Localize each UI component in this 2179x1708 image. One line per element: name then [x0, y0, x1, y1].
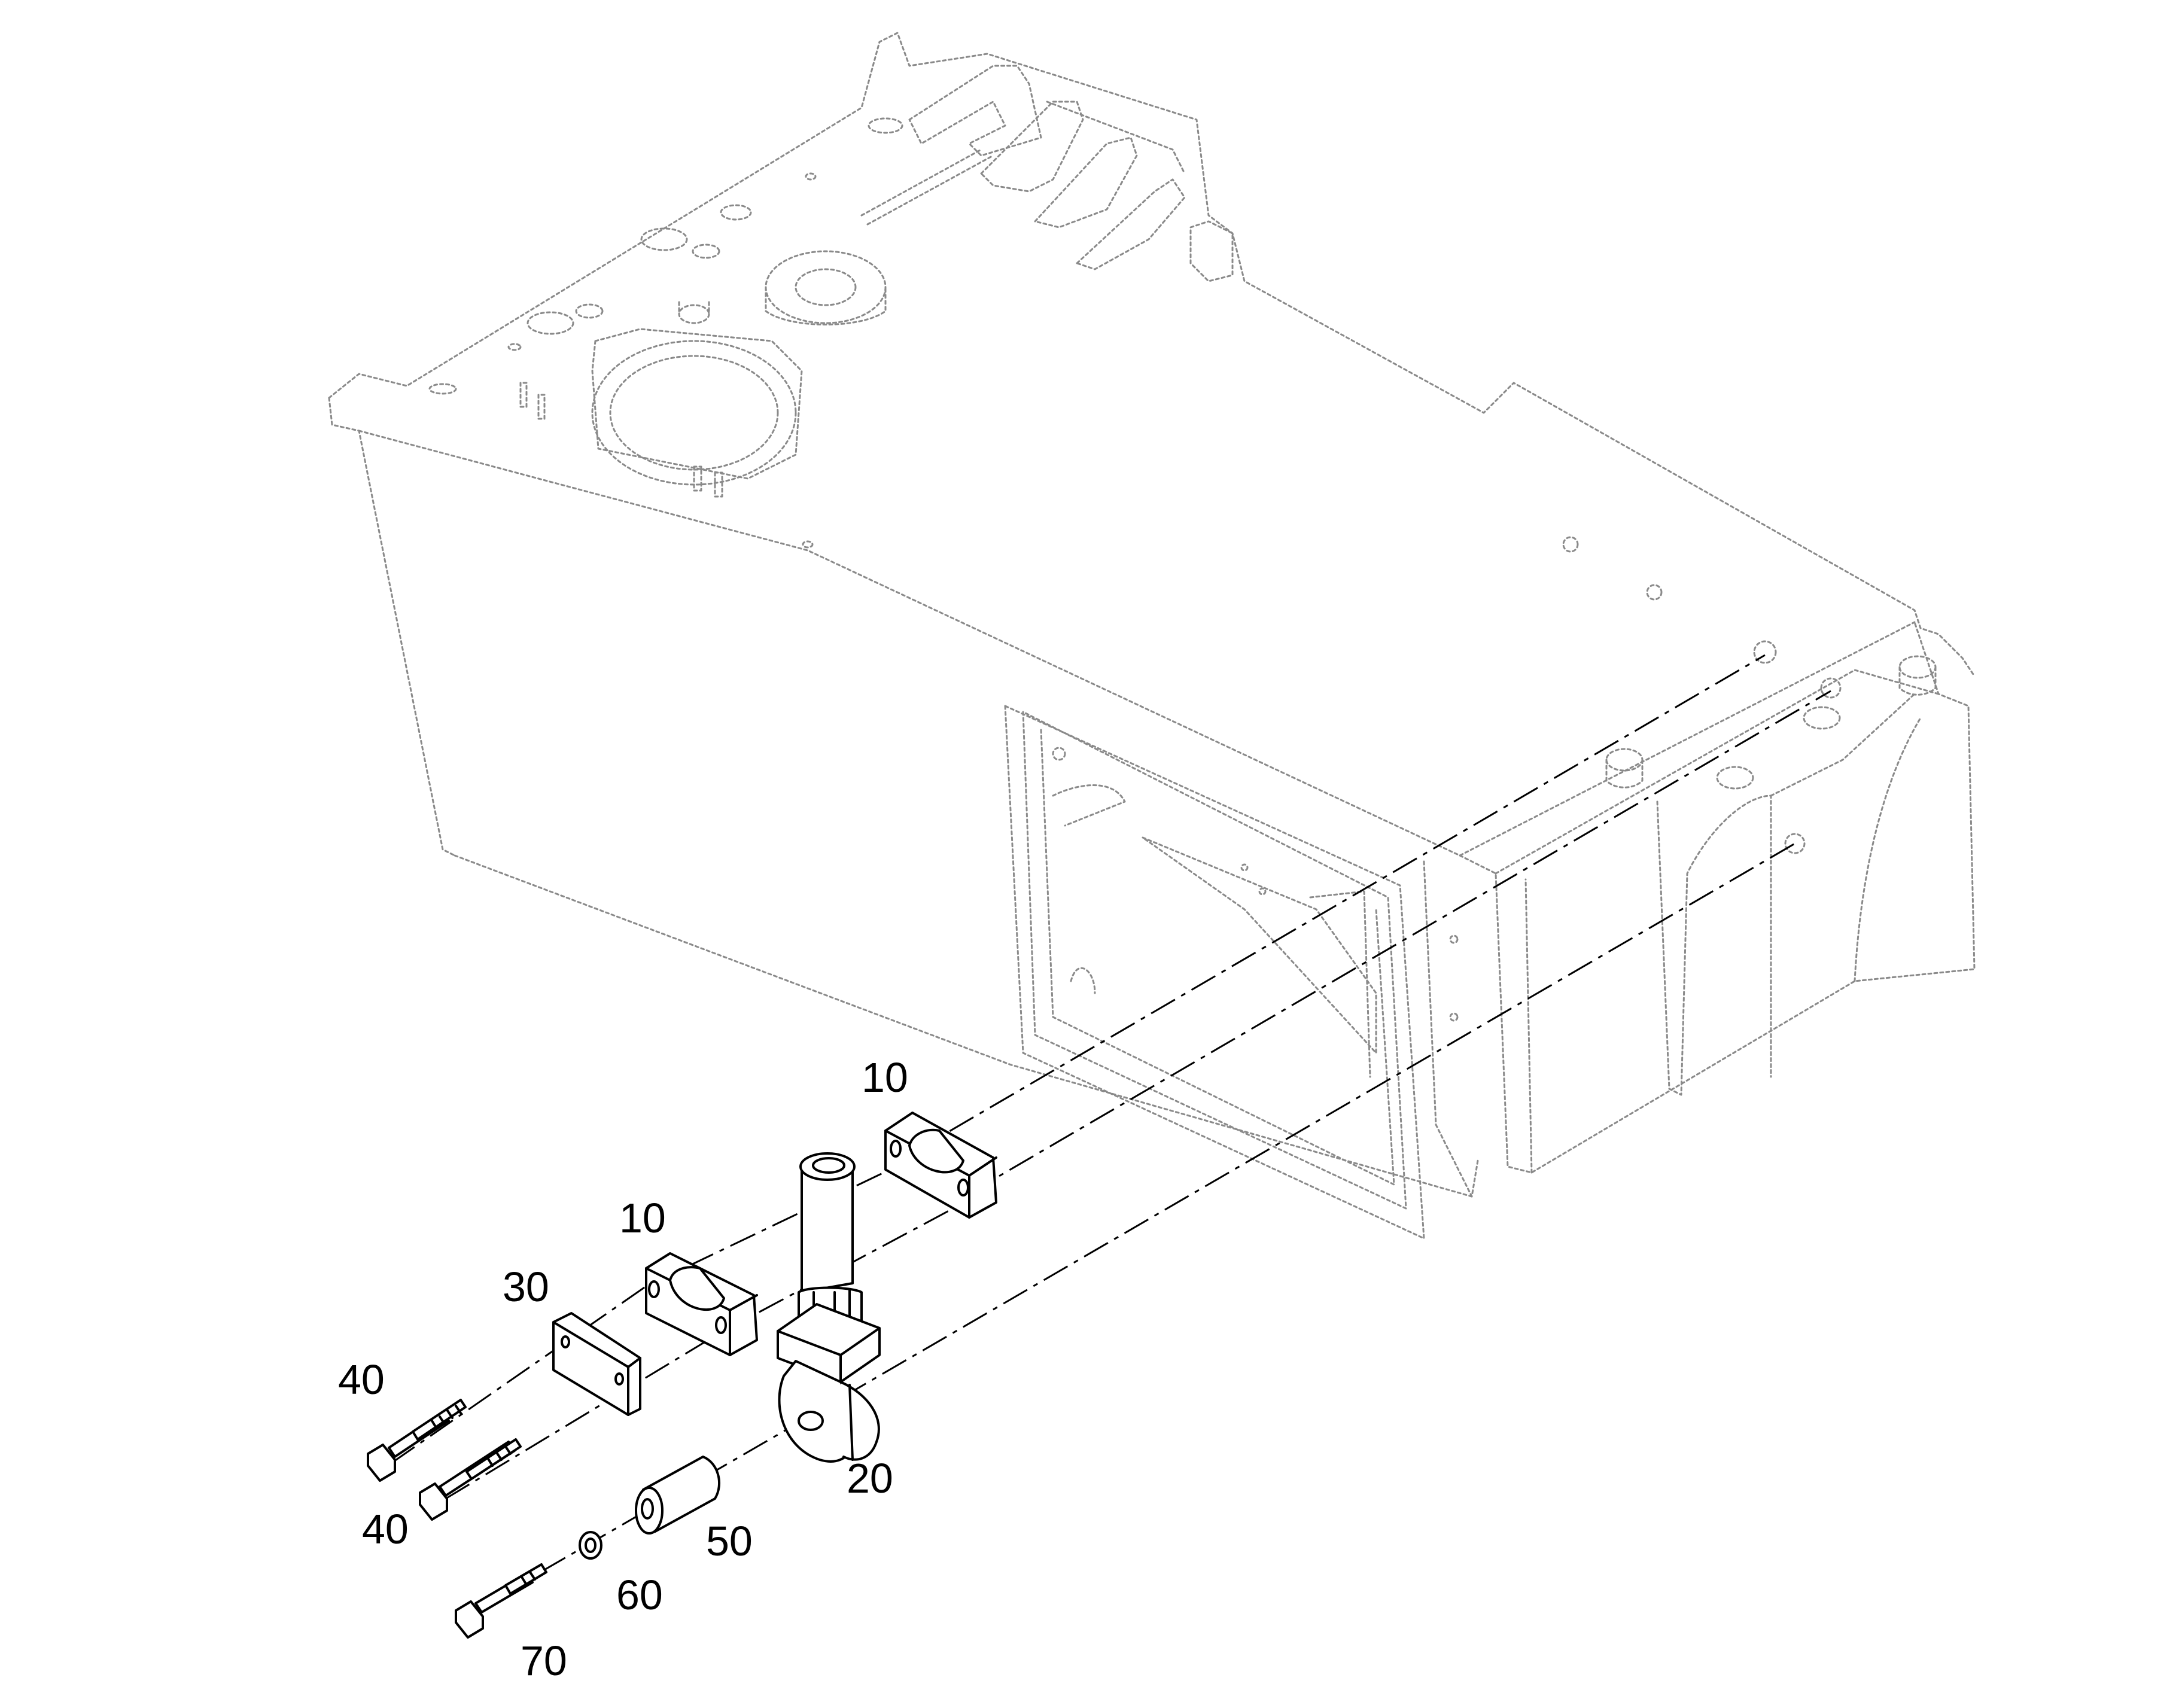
- axis-plate-upper: [391, 1285, 647, 1464]
- callout-40-top: 40: [338, 1356, 385, 1403]
- callout-50: 50: [706, 1518, 753, 1564]
- axis-upper-clamp: [909, 654, 1766, 1156]
- callout-40-bottom: 40: [362, 1506, 409, 1552]
- part-10-lower-clamp[interactable]: [645, 1252, 758, 1356]
- axis-plate-lower: [445, 1333, 719, 1500]
- part-10-upper-clamp[interactable]: [884, 1112, 997, 1219]
- ghost-nuts: [1562, 536, 1842, 854]
- part-60-washer[interactable]: [579, 1531, 602, 1560]
- part-40-bolt-upper[interactable]: [367, 1399, 467, 1482]
- axis-upper-clamp-2: [969, 690, 1831, 1195]
- part-30-plate[interactable]: [552, 1312, 641, 1416]
- axis-rod: [801, 842, 1795, 1422]
- part-70-bolt[interactable]: [455, 1563, 547, 1639]
- frame-housing: [328, 32, 1976, 1240]
- callout-70: 70: [521, 1637, 567, 1684]
- assembly-axis-lines: [391, 654, 1831, 1619]
- ghost-bosses: [1605, 655, 1937, 790]
- callout-10-mid: 10: [619, 1195, 666, 1241]
- callout-labels: 10 10 30 40 40 20 50 60 70: [338, 1054, 908, 1684]
- part-40-bolt-lower[interactable]: [419, 1438, 522, 1521]
- callout-20: 20: [847, 1455, 893, 1502]
- part-50-bushing[interactable]: [635, 1456, 721, 1535]
- callout-10-top: 10: [862, 1054, 908, 1101]
- part-20-rod-end[interactable]: [777, 1152, 881, 1463]
- callout-60: 60: [616, 1572, 663, 1618]
- callout-30: 30: [503, 1264, 549, 1310]
